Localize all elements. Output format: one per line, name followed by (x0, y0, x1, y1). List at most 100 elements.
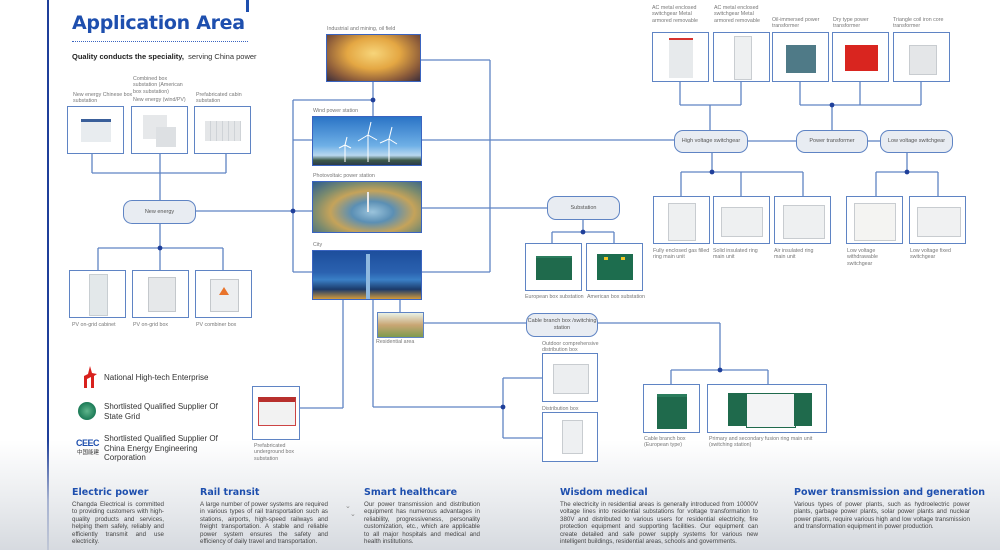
card-solid-insulated-rmu[interactable] (713, 196, 770, 244)
subtitle-bold: Quality conducts the speciality, (72, 52, 184, 61)
card-gas-filled-rmu[interactable] (653, 196, 710, 244)
high-tech-logo-icon (84, 366, 97, 388)
solar-tower-icon (367, 192, 369, 212)
page-title: Application Area (72, 12, 245, 34)
card-air-insulated-rmu[interactable] (774, 196, 831, 244)
chevron-down-icon[interactable]: ⌄ (345, 503, 351, 510)
label-ac-switchgear-1: AC metal enclosed switchgear Metal armor… (652, 5, 698, 24)
label-industrial-mining: Industrial and mining, oil field (327, 26, 396, 32)
card-oil-immersed-transformer[interactable] (772, 32, 829, 82)
photo-wind-power-station[interactable] (312, 116, 422, 166)
card-lv-fixed[interactable] (909, 196, 966, 244)
card-chinese-box-substation[interactable] (67, 106, 124, 154)
card-distribution-box[interactable] (542, 412, 598, 462)
label-triangle-coil-transformer: Triangle coil iron core transformer (893, 17, 944, 30)
card-american-box-substation[interactable] (586, 243, 643, 291)
subtitle-rest: serving China power (188, 52, 257, 61)
photo-photovoltaic-power-station[interactable] (312, 181, 422, 233)
label-dry-type-transformer: Dry type power transformer (833, 17, 869, 30)
title-accent-bar (246, 0, 249, 12)
box-substation-image (81, 119, 111, 142)
card-ac-switchgear-1[interactable] (652, 32, 709, 82)
photo-residential-area[interactable] (377, 312, 424, 338)
distribution-box-image (562, 420, 583, 454)
label-distribution-box: Distribution box (542, 406, 579, 412)
card-pv-on-grid-box[interactable] (132, 270, 189, 318)
rmu-image (783, 205, 825, 239)
footer-title-electric-power: Electric power (72, 487, 149, 498)
card-cable-branch-box-european[interactable] (643, 384, 700, 433)
lv-switchgear-image (854, 203, 896, 241)
card-triangle-coil-transformer[interactable] (893, 32, 950, 82)
switchgear-image (734, 36, 752, 80)
label-ac-switchgear-2: AC metal enclosed switchgear Metal armor… (714, 5, 760, 24)
combined-substation-image-part (156, 127, 176, 147)
label-underground-box-substation: Prefabricated underground box substation (254, 443, 295, 462)
european-substation-image (536, 256, 572, 280)
label-wind-power: Wind power station (313, 108, 359, 114)
label-combined-box-substation: Combined box substation (American box su… (133, 76, 183, 95)
footer-text-smart-healthcare: Our power transmission and distribution … (364, 501, 480, 546)
label-chinese-box-substation: New energy Chinese box substation (73, 92, 133, 105)
card-european-box-substation[interactable] (525, 243, 582, 291)
title-divider (72, 41, 248, 42)
pv-combiner-image (210, 279, 239, 312)
label-gas-filled-rmu: Fully enclosed gas filled ring main unit (653, 248, 710, 261)
label-outdoor-distribution-box: Outdoor comprehensive distribution box (542, 341, 599, 354)
footer-text-wisdom-medical: The electricity in residential areas is … (560, 501, 758, 546)
card-combined-box-substation[interactable] (131, 106, 188, 154)
photo-industrial-oil-field[interactable] (326, 34, 421, 82)
node-new-energy[interactable]: New energy (123, 200, 196, 224)
page-subtitle: Quality conducts the speciality, serving… (72, 52, 257, 61)
state-grid-logo-icon (78, 402, 96, 420)
cabin-substation-image (205, 121, 241, 141)
switchgear-image (669, 38, 693, 78)
node-cable-branch[interactable]: Cable branch box /switching station (526, 313, 598, 337)
card-prefab-cabin-substation[interactable] (194, 106, 251, 154)
node-substation[interactable]: Substation (547, 196, 620, 220)
cert-ceec: Shortlisted Qualified Supplier Of China … (104, 434, 218, 462)
outdoor-box-image (553, 364, 589, 394)
label-lv-withdrawable: Low voltage withdrawable switchgear (847, 248, 878, 267)
cabinet-door-left (728, 393, 746, 426)
node-high-voltage-switchgear[interactable]: High voltage switchgear (674, 130, 748, 153)
card-lv-withdrawable[interactable] (846, 196, 903, 244)
pv-box-image (148, 277, 176, 312)
card-ring-main-unit-switching[interactable] (707, 384, 827, 433)
label-pv-on-grid-box: PV on-grid box (133, 322, 169, 328)
left-border-line (47, 0, 49, 550)
footer-title-wisdom-medical: Wisdom medical (560, 487, 648, 498)
node-power-transformer[interactable]: Power transformer (796, 130, 868, 153)
underground-substation-image (258, 397, 296, 426)
label-cable-branch-box-european: Cable branch box (European type) (644, 436, 686, 449)
skyscraper-icon (366, 254, 370, 299)
chevron-down-icon[interactable]: ⌄ (350, 511, 356, 518)
label-air-insulated-rmu: Air insulated ring main unit (774, 248, 814, 261)
cert-state-grid: Shortlisted Qualified Supplier Of State … (104, 402, 218, 421)
footer-text-power-transmission: Various types of power plants, such as h… (794, 501, 970, 531)
card-dry-type-transformer[interactable] (832, 32, 889, 82)
label-ring-main-unit-switching: Primary and secondary fusion ring main u… (709, 436, 813, 449)
indicator-icon (621, 257, 625, 260)
card-pv-combiner-box[interactable] (195, 270, 252, 318)
cert-high-tech: National High-tech Enterprise (104, 373, 209, 382)
card-underground-box-substation[interactable] (252, 386, 300, 440)
cabinet-door-right (794, 393, 812, 426)
ceec-logo-subtext: 中国能建 (77, 450, 100, 456)
rmu-image (668, 203, 696, 241)
lv-switchgear-image (917, 207, 961, 237)
triangle-transformer-image (909, 45, 937, 75)
photo-city[interactable] (312, 250, 422, 300)
card-outdoor-distribution-box[interactable] (542, 353, 598, 402)
rmu-image (721, 207, 763, 237)
american-substation-image (597, 254, 633, 280)
card-ac-switchgear-2[interactable] (713, 32, 770, 82)
label-prefab-cabin-substation: Prefabricated cabin substation (196, 92, 242, 105)
card-pv-on-grid-cabinet[interactable] (69, 270, 126, 318)
label-photovoltaic: Photovoltaic power station (313, 173, 375, 179)
indicator-icon (604, 257, 608, 260)
label-pv-combiner-box: PV combiner box (196, 322, 237, 328)
node-low-voltage-switchgear[interactable]: Low voltage switchgear (880, 130, 953, 153)
label-city: City (313, 242, 323, 248)
